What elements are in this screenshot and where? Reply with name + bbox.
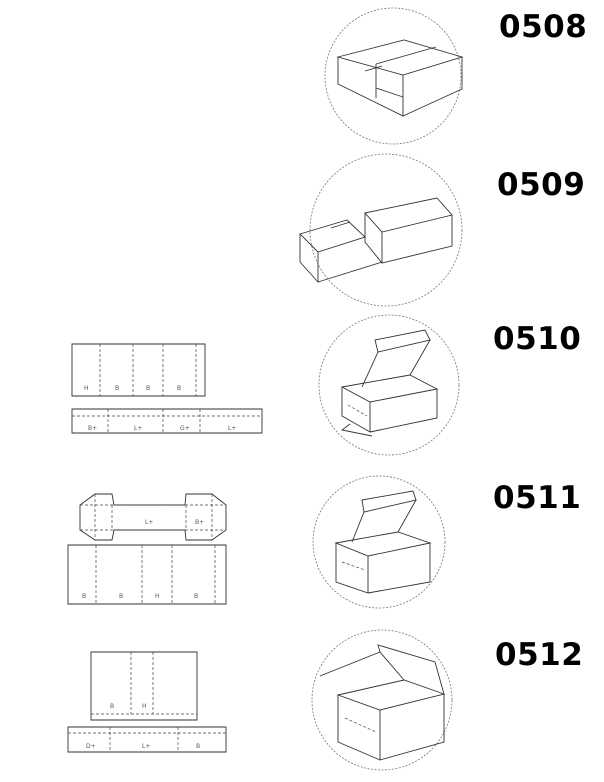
svg-text:B: B (82, 593, 86, 600)
box-0511-illustration (312, 475, 446, 609)
blank-0510-bottom: B+ L+ G+ L+ (71, 408, 263, 434)
box-0512-illustration (311, 629, 453, 771)
box-0510-illustration (318, 314, 460, 456)
svg-text:B: B (196, 743, 200, 750)
svg-text:H: H (155, 593, 160, 600)
box-0511-circle (312, 475, 446, 609)
box-0509-illustration (299, 153, 463, 307)
blank-0512-bottom: D+ L+ B (67, 726, 227, 753)
box-0509-circle (309, 153, 463, 307)
svg-text:B: B (146, 385, 150, 392)
svg-text:B: B (119, 593, 123, 600)
svg-text:H: H (84, 385, 89, 392)
style-code-0512: 0512 (495, 637, 584, 673)
svg-text:L+: L+ (228, 425, 236, 432)
box-0510-circle (318, 314, 460, 456)
svg-text:B: B (110, 703, 114, 710)
blank-0511-top: L+ B+ (79, 493, 227, 541)
svg-text:L+: L+ (145, 519, 153, 526)
box-0512-circle (311, 629, 453, 771)
style-code-0511: 0511 (493, 480, 582, 516)
svg-text:G+: G+ (180, 425, 190, 432)
svg-text:B: B (194, 593, 198, 600)
svg-text:L+: L+ (142, 743, 150, 750)
svg-text:D+: D+ (86, 743, 96, 750)
style-code-0510: 0510 (493, 321, 582, 357)
svg-text:B: B (177, 385, 181, 392)
svg-text:B+: B+ (88, 425, 97, 432)
box-0508-circle (324, 7, 462, 145)
svg-text:L+: L+ (134, 425, 142, 432)
style-code-0509: 0509 (497, 167, 586, 203)
svg-text:B+: B+ (195, 519, 204, 526)
box-0508-illustration (324, 7, 464, 145)
svg-text:H: H (142, 703, 147, 710)
style-code-0508: 0508 (499, 9, 588, 45)
svg-text:B: B (115, 385, 119, 392)
